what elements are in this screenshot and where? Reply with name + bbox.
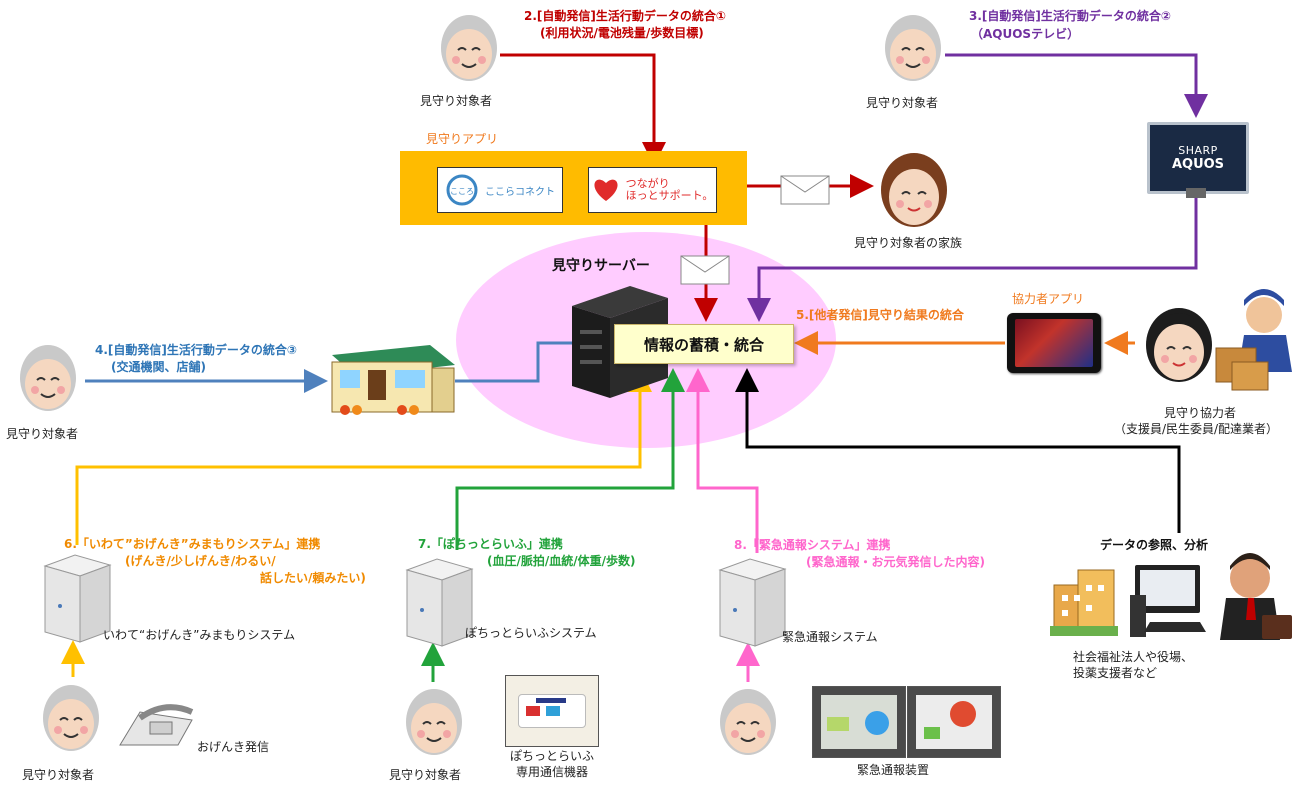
data-ref-line <box>735 368 1181 533</box>
emergency-system-label: 緊急通報システム <box>782 630 878 644</box>
flow-3-title: 3.[自動発信]生活行動データの統合② <box>969 9 1172 23</box>
businessman-icon <box>1220 553 1292 640</box>
flow-2-line <box>500 53 666 166</box>
flow-4-title: 4.[自動発信]生活行動データの統合③ <box>95 343 298 357</box>
flow-tv-hub-line <box>747 198 1198 322</box>
emergency-device-photo-1 <box>812 686 906 758</box>
helper-app-label: 協力者アプリ <box>1012 292 1085 306</box>
hub-label: 情報の蓄積・統合 <box>643 335 764 354</box>
app-kokora-logo[interactable]: こころ ここらコネクト <box>437 167 563 213</box>
family-face-icon <box>881 153 947 227</box>
elderly-face-icon-5 <box>406 689 462 755</box>
flow-8-subtitle: (緊急通報・お元気発信した内容) <box>806 555 985 569</box>
flow-8-title: 8.「緊急通報システム」連携 <box>734 538 891 552</box>
tv-brand-aquos: AQUOS <box>1171 157 1225 172</box>
computer-icon <box>1130 565 1206 637</box>
helper-label-1: 見守り協力者 <box>1163 406 1236 420</box>
app-tsunagari-logo[interactable]: つながり ほっとサポート。 <box>588 167 717 213</box>
flow-7-line <box>455 368 685 550</box>
person-top-center-label: 見守り対象者 <box>420 94 493 108</box>
tablet-icon <box>1007 313 1101 373</box>
emergency-server-icon <box>718 558 787 647</box>
elderly-face-icon-4 <box>43 685 99 751</box>
flow-2-title: 2.[自動発信]生活行動データの統合① <box>524 9 727 23</box>
flow-6-subtitle-1: (げんき/少しげんき/わるい/ <box>125 554 276 568</box>
emergency-device-photo-2 <box>907 686 1001 758</box>
telephone-icon <box>119 704 194 746</box>
elderly-face-icon-2 <box>885 15 941 81</box>
data-ref-label: データの参照、分析 <box>1100 538 1209 552</box>
person-bottom-2-label: 見守り対象者 <box>389 768 462 782</box>
app-kokora-logo-icon: こころ <box>446 174 478 206</box>
pochi-system-label: ぽちっとらいふシステム <box>465 626 597 640</box>
app-tsunagari-line2: ほっとサポート。 <box>625 189 714 202</box>
emergency-device-label: 緊急通報装置 <box>857 763 930 777</box>
helper-label-2: （支援員/民生委員/配達業者） <box>1113 422 1279 436</box>
tv-stand <box>1186 188 1206 198</box>
flow-4-subtitle: (交通機関、店舗) <box>111 360 206 374</box>
shop-icon <box>331 345 455 415</box>
mail-icon-2 <box>680 255 730 285</box>
svg-text:こころ: こころ <box>450 187 474 196</box>
app-tsunagari-line1: つながり <box>625 177 670 190</box>
flow-6-subtitle-2: 話したい/頼みたい) <box>260 571 366 585</box>
pochi-device-label-1: ぽちっとらいふ <box>509 749 594 763</box>
iwate-system-label: いわて“おげんき”みまもりシステム <box>103 628 296 642</box>
flow-3-subtitle: （AQUOSテレビ） <box>971 27 1080 41</box>
pochi-device-label-2: 専用通信機器 <box>515 765 588 779</box>
flow-7-title: 7.「ぽちっとらいふ」連携 <box>418 537 563 551</box>
person-bottom-1-label: 見守り対象者 <box>22 768 95 782</box>
elderly-face-icon-6 <box>720 689 776 755</box>
person-top-right-label: 見守り対象者 <box>866 96 939 110</box>
pochi-device-photo <box>505 675 599 747</box>
flow-3-line <box>945 53 1208 118</box>
office-building-icon <box>1050 569 1118 636</box>
hub-box[interactable]: 情報の蓄積・統合 <box>614 324 794 364</box>
org-label-2: 投薬支援者など <box>1073 666 1158 680</box>
flow-5-title: 5.[他者発信]見守り結果の統合 <box>796 308 964 322</box>
ogenki-phone-label: おげんき発信 <box>197 740 270 754</box>
person-left-label: 見守り対象者 <box>6 427 79 441</box>
iwate-server-icon <box>43 554 112 643</box>
flow-6-line <box>75 368 652 545</box>
pochi-server-icon <box>405 558 474 647</box>
server-label: 見守りサーバー <box>552 258 650 274</box>
delivery-worker-icon <box>1215 289 1292 391</box>
app-title: 見守りアプリ <box>426 132 499 146</box>
flow-2-subtitle: (利用状況/電池残量/歩数目標) <box>540 26 704 40</box>
aquos-tv: SHARP AQUOS <box>1147 122 1249 194</box>
heart-icon <box>594 179 618 201</box>
family-label: 見守り対象者の家族 <box>854 236 963 250</box>
org-label-1: 社会福祉法人や役場、 <box>1073 650 1194 664</box>
flow-shop-hub-line <box>455 331 610 383</box>
app-kokora-logo-text: ここらコネクト <box>485 186 555 198</box>
flow-6-title: 6.「いわて”おげんき”みまもりシステム」連携 <box>64 537 321 551</box>
mail-icon <box>780 175 830 205</box>
flow-7-subtitle: (血圧/脈拍/血統/体重/歩数) <box>487 554 636 568</box>
flow-8-line <box>686 368 759 553</box>
helper-face-icon <box>1146 308 1212 382</box>
elderly-face-icon-3 <box>20 345 76 411</box>
elderly-face-icon <box>441 15 497 81</box>
tv-brand-sharp: SHARP <box>1178 144 1218 157</box>
